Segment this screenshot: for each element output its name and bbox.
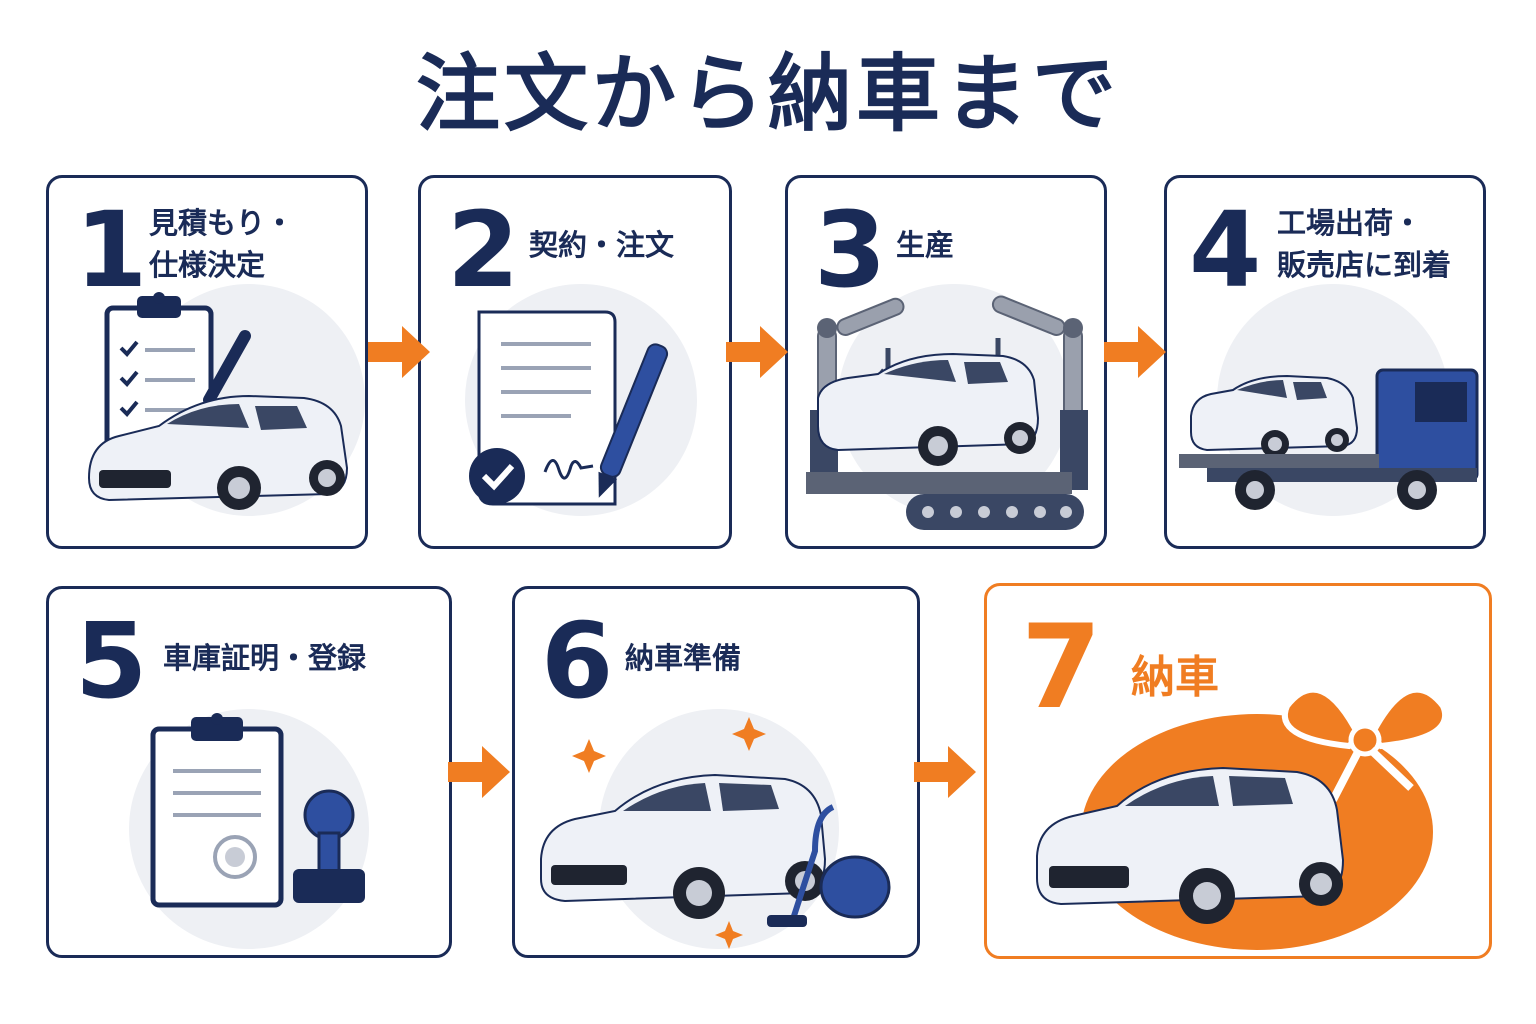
document-stamp-icon [129,709,369,949]
step-number: 6 [541,600,614,722]
step-label: 工場出荷・ 販売店に到着 [1277,206,1452,283]
step-card-3: 3 生産 [785,175,1107,549]
tow-truck-icon [1179,284,1479,516]
step-card-1: 1 見積もり・ 仕様決定 [46,175,368,549]
step-number: 4 [1189,189,1262,311]
step-number: 7 [1021,600,1102,735]
arrow-right-icon [368,326,430,378]
car-cleaning-icon [540,709,891,949]
arrow-right-icon [914,746,976,798]
step-card-4: 4 工場出荷・ 販売店に到着 [1164,175,1486,549]
step-label: 納車準備 [625,641,742,675]
clipboard-car-icon [87,284,365,516]
step-label: 生産 [896,228,955,262]
factory-robot-icon [806,284,1088,530]
arrow-right-icon [726,326,788,378]
step-label: 契約・注文 [529,228,675,262]
step-number: 1 [75,189,148,311]
step-label: 納車 [1131,652,1219,703]
step-card-6: 6 納車準備 [512,586,920,958]
arrow-right-icon [448,746,510,798]
page-title: 注文から納車まで [415,45,1120,143]
step-number: 2 [447,189,520,311]
step-card-2: 2 契約・注文 [418,175,732,549]
step-number: 5 [75,600,148,722]
step-number: 3 [814,189,887,311]
step-label: 見積もり・ 仕様決定 [149,206,295,283]
step-label: 車庫証明・登録 [163,641,367,675]
step-card-7: 7 納車 [984,583,1492,959]
contract-pen-icon [465,284,697,516]
step-card-5: 5 車庫証明・登録 [46,586,452,958]
arrow-right-icon [1104,326,1166,378]
gift-car-icon [1036,686,1448,950]
